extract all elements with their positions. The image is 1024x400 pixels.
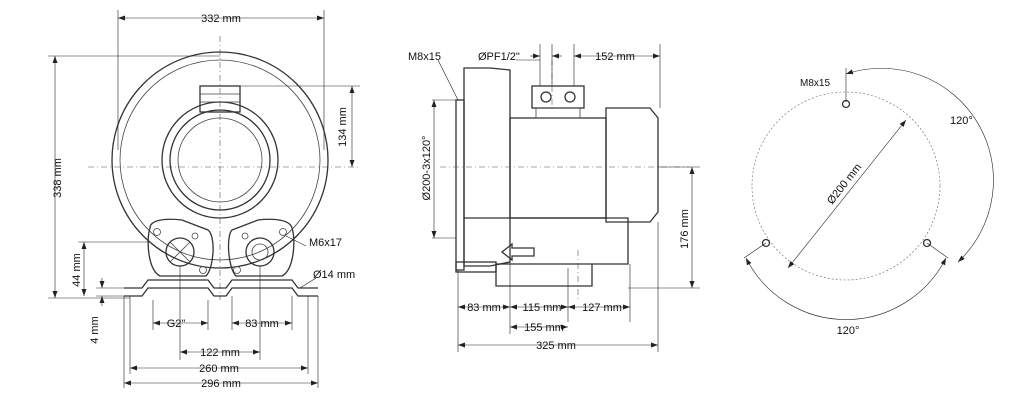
label-angle-top: 120° bbox=[950, 115, 973, 127]
dim-c: 127 mm bbox=[582, 302, 622, 314]
dim-plate-thickness: 4 mm bbox=[89, 316, 101, 344]
dim-port-thread: G2" bbox=[167, 318, 186, 330]
motor-end-cap bbox=[605, 107, 659, 223]
label-flange-thread: M8x15 bbox=[408, 51, 441, 63]
motor-body bbox=[509, 117, 607, 219]
cable-gland-right bbox=[564, 91, 576, 103]
terminal-box bbox=[531, 85, 585, 109]
label-cable-gland: ØPF1/2" bbox=[478, 51, 520, 63]
dim-flange-diameter: Ø200 mm bbox=[825, 161, 864, 206]
dim-base-span-outer: 296 mm bbox=[201, 378, 241, 390]
dim-height-overall: 338 mm bbox=[52, 158, 64, 198]
angle-arc-top bbox=[845, 67, 994, 263]
label-flange-thread-top: M8x15 bbox=[800, 78, 830, 89]
dim-port-spacing: 122 mm bbox=[200, 347, 240, 359]
lower-housing bbox=[464, 217, 629, 287]
dim-a: 83 mm bbox=[467, 302, 501, 314]
label-bolt-thread: M6x17 bbox=[309, 237, 342, 249]
cable-gland-left bbox=[540, 91, 552, 103]
flow-direction-arrow bbox=[500, 242, 535, 262]
outlet-stub bbox=[199, 85, 241, 113]
inlet-bore bbox=[177, 117, 263, 203]
base-plate-bottom bbox=[124, 287, 318, 297]
angle-arc-bottom bbox=[745, 257, 947, 320]
dim-base-span-inner: 260 mm bbox=[199, 363, 239, 375]
foot bbox=[455, 261, 497, 273]
housing-outline bbox=[111, 51, 329, 269]
front-view: 332 mm 338 mm 134 mm 44 mm 4 mm G2" 83 m… bbox=[48, 10, 360, 390]
port-lug-left bbox=[147, 218, 214, 277]
label-hole-diameter: Ø14 mm bbox=[313, 269, 355, 281]
label-bolt-circle: Ø200-3x120° bbox=[421, 136, 433, 201]
dim-width-overall: 332 mm bbox=[201, 13, 241, 25]
label-angle-bottom: 120° bbox=[837, 325, 860, 337]
base-plate-top bbox=[124, 279, 318, 289]
dim-d: 155 mm bbox=[524, 322, 564, 334]
dim-port-offset: 83 mm bbox=[245, 318, 279, 330]
dim-box-offset: 152 mm bbox=[595, 51, 635, 63]
bolt-hole-left bbox=[761, 238, 771, 248]
dim-base-height: 44 mm bbox=[71, 253, 83, 287]
flange-view: M8x15 Ø200 mm 120° 120° bbox=[743, 67, 994, 337]
dim-outlet-height: 134 mm bbox=[337, 107, 349, 147]
dim-overall-length: 325 mm bbox=[536, 340, 576, 352]
dim-center-height: 176 mm bbox=[679, 209, 691, 249]
housing-inner-ring bbox=[119, 59, 321, 261]
port-lug-right bbox=[227, 218, 295, 277]
inlet-ring-inner bbox=[169, 109, 271, 211]
dim-b: 115 mm bbox=[523, 302, 562, 314]
side-view: M8x15 ØPF1/2" 152 mm Ø200-3x120° 176 mm … bbox=[408, 44, 700, 352]
flange-plate bbox=[455, 99, 465, 271]
